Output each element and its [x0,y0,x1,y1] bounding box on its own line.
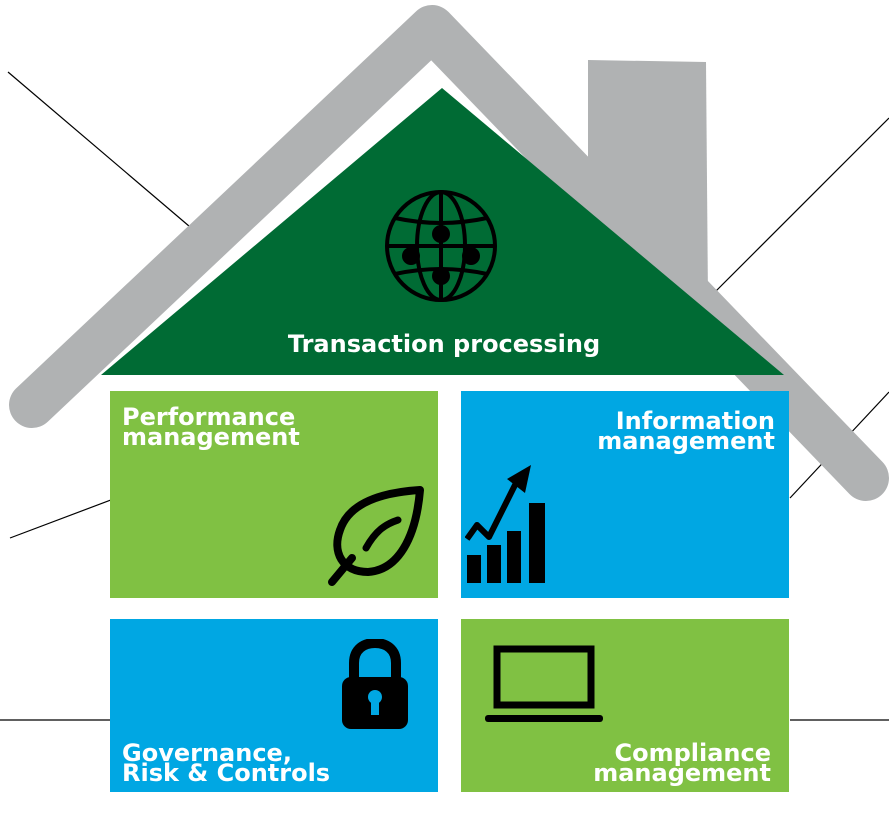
connector-line-roof-left [7,71,197,233]
information-management-label: Information management [597,407,775,455]
chimney [588,60,708,300]
chart-bar-4 [529,503,545,583]
information-management-tile: Information management [461,391,789,598]
performance-management-label: Performance management [122,403,300,451]
laptop-icon [485,645,603,722]
chart-bar-1 [467,555,481,583]
compliance-management-tile: Compliance management [461,619,789,792]
growth-chart-icon [465,465,545,583]
governance-risk-controls-label: Governance, Risk & Controls [122,739,331,787]
compliance-management-label: Compliance management [593,739,771,787]
chart-bar-3 [507,531,521,583]
globe-network-icon [385,190,497,302]
transaction-processing-label: Transaction processing [287,330,601,358]
connector-line-roof-right [683,117,889,324]
chart-bar-2 [487,545,501,583]
governance-risk-controls-tile: Governance, Risk & Controls [110,619,438,792]
padlock-icon [342,639,408,729]
leaf-icon [328,486,424,586]
performance-management-tile: Performance management [110,391,438,598]
